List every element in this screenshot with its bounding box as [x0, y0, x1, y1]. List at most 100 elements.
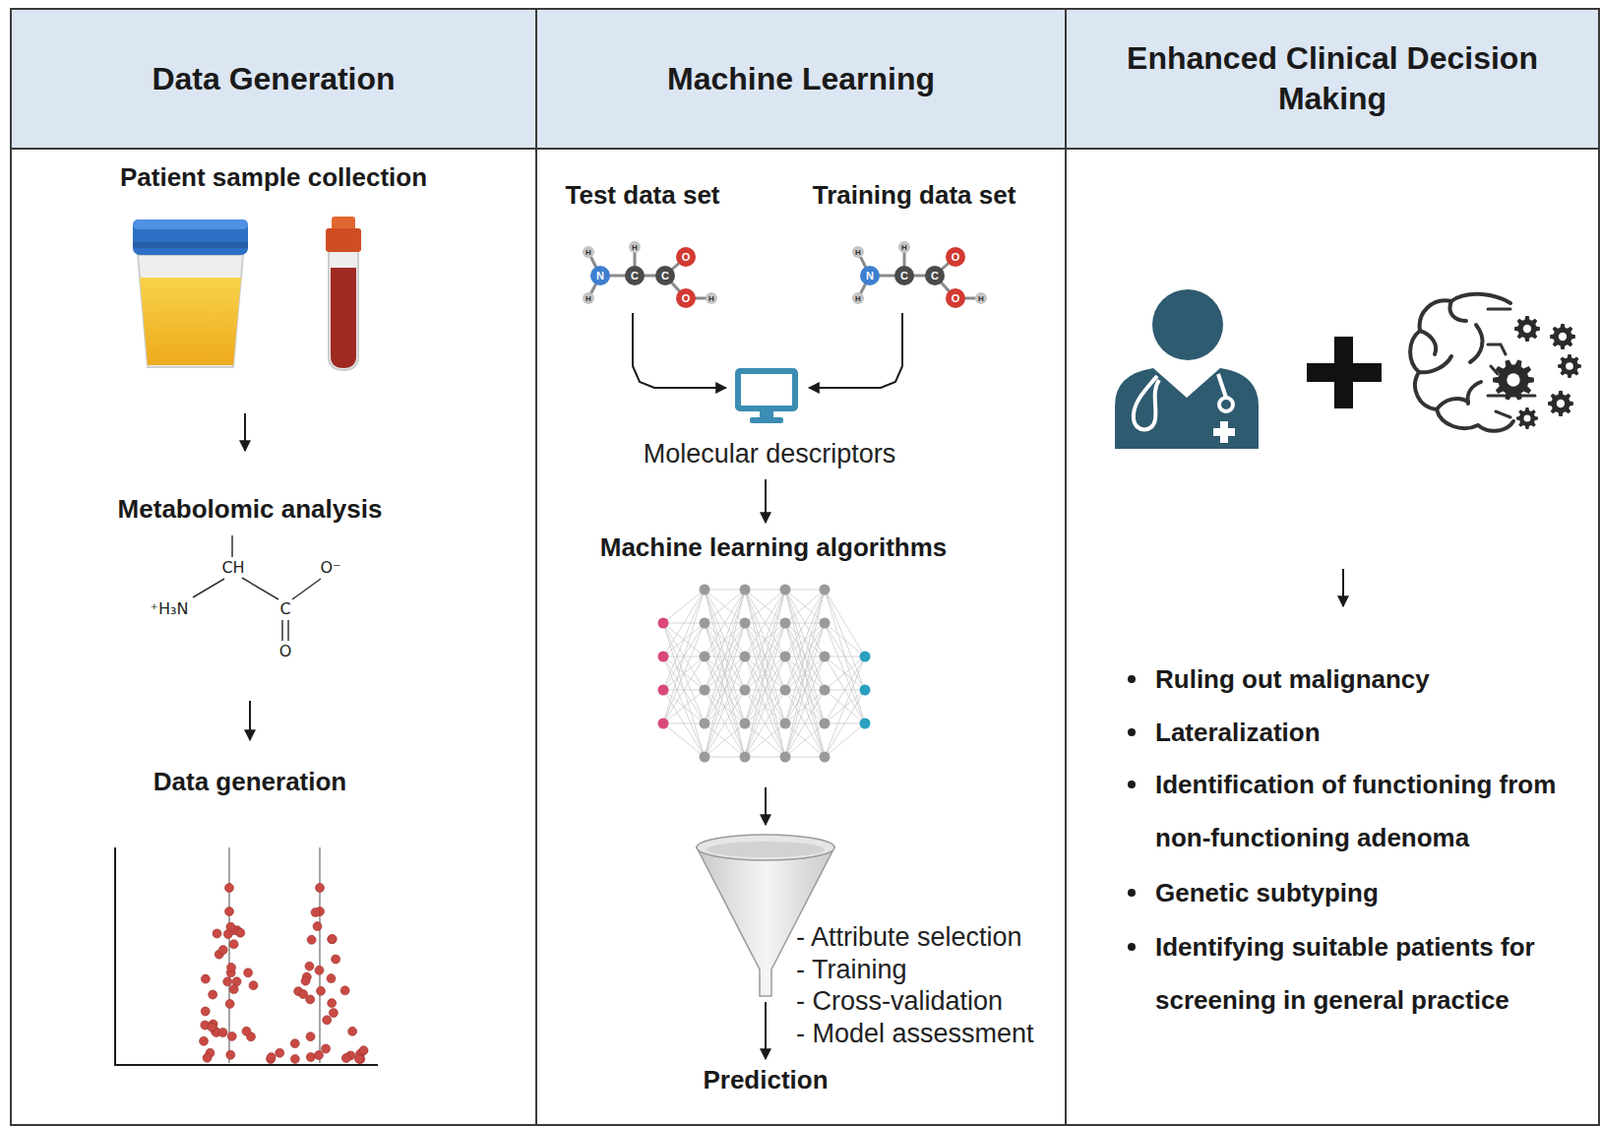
data-point: [218, 1028, 228, 1038]
atom-circle: [590, 265, 611, 286]
blood-tube: [330, 267, 357, 369]
network-link: [785, 723, 825, 757]
flow-arrow: [764, 787, 767, 825]
network-link: [824, 656, 865, 690]
network-neuron: [819, 617, 831, 629]
network-link: [744, 589, 786, 591]
network-link: [744, 622, 786, 757]
urine-cup: [132, 242, 248, 248]
data-point: [310, 907, 320, 917]
network-neuron: [699, 684, 711, 696]
chemical-group: CH: [221, 557, 245, 578]
flow-arrow: [632, 312, 727, 388]
atom-circle: [924, 265, 945, 286]
doctor-icon: [1114, 368, 1259, 449]
network-link: [704, 589, 745, 623]
funnel-icon: [706, 841, 825, 858]
network-neuron: [819, 584, 831, 596]
process-item: - Model assessment: [796, 1017, 1035, 1049]
data-point: [306, 1032, 315, 1042]
urine-cup: [132, 219, 248, 230]
data-point: [227, 1031, 237, 1041]
network-link: [744, 589, 786, 623]
network-neuron: [819, 718, 831, 730]
atom-circle: [860, 265, 880, 286]
chemical-bonds: [192, 578, 225, 598]
network-link: [744, 589, 786, 690]
network-link: [704, 723, 745, 757]
atom-circle: [676, 246, 696, 267]
network-neuron: [658, 684, 670, 696]
network-link: [785, 589, 825, 623]
data-point: [301, 976, 310, 985]
gear-hole: [1558, 332, 1567, 341]
network-link: [785, 589, 825, 591]
network-link: [663, 689, 705, 724]
header-band: Data Generation: [11, 9, 536, 150]
network-link: [704, 589, 745, 757]
network-link: [785, 589, 825, 724]
network-link: [785, 756, 825, 758]
bullet-item: Lateralization: [1155, 705, 1579, 759]
network-link: [824, 723, 865, 757]
brain-icon: [1470, 324, 1483, 363]
chemical-group: ⁺H₃N: [150, 599, 189, 619]
scatter-axes: [114, 847, 117, 1065]
network-neuron: [658, 617, 670, 629]
atom-letter: H: [855, 294, 862, 304]
network-link: [785, 589, 825, 757]
network-link: [704, 756, 745, 758]
network-link: [744, 589, 786, 657]
network-link: [744, 589, 786, 757]
atom-circle: [582, 292, 595, 305]
network-link: [704, 656, 745, 757]
doctor-icon: [1213, 428, 1235, 436]
data-point: [313, 1050, 323, 1060]
network-link: [704, 589, 745, 724]
network-neuron: [819, 751, 831, 763]
scatter-axes: [114, 1063, 378, 1066]
bullet-dot: [1127, 728, 1136, 737]
data-point: [307, 934, 316, 944]
brain-icon: [1410, 294, 1536, 431]
atom-circle: [628, 241, 641, 253]
urine-cup: [137, 254, 244, 368]
data-point: [314, 965, 324, 975]
network-link: [785, 656, 825, 757]
network-link: [663, 656, 705, 724]
atom-letter: H: [901, 243, 908, 252]
brain-icon: [1449, 301, 1467, 321]
flow-arrow: [764, 479, 767, 523]
network-link: [704, 622, 745, 757]
gear-icon: [1514, 315, 1540, 342]
neural-network: [658, 584, 871, 763]
header-band: Machine Learning: [537, 9, 1065, 150]
step-label: Molecular descriptors: [643, 437, 897, 470]
network-link: [824, 656, 865, 757]
data-point: [244, 968, 253, 978]
data-point: [223, 929, 233, 939]
data-point: [275, 1047, 285, 1057]
scatter-axes: [228, 847, 231, 1063]
doctor-icon: [1219, 397, 1233, 412]
molecule-icon: [582, 241, 718, 308]
plus-sign: [1306, 363, 1382, 382]
network-link: [704, 589, 745, 623]
network-neuron: [739, 684, 751, 696]
network-neuron: [780, 617, 792, 629]
data-point: [207, 1022, 217, 1032]
computer-icon: [738, 370, 796, 424]
network-link: [663, 656, 705, 724]
scatter-axes: [114, 847, 378, 1065]
chemical-bonds: [281, 619, 284, 641]
network-link: [663, 723, 705, 757]
data-point: [341, 1053, 351, 1063]
network-link: [663, 689, 705, 757]
network-neuron: [739, 617, 751, 629]
network-neuron: [699, 751, 711, 763]
network-neuron: [699, 617, 711, 629]
network-link: [824, 622, 865, 657]
data-point: [202, 1052, 212, 1062]
data-point: [242, 1026, 251, 1036]
